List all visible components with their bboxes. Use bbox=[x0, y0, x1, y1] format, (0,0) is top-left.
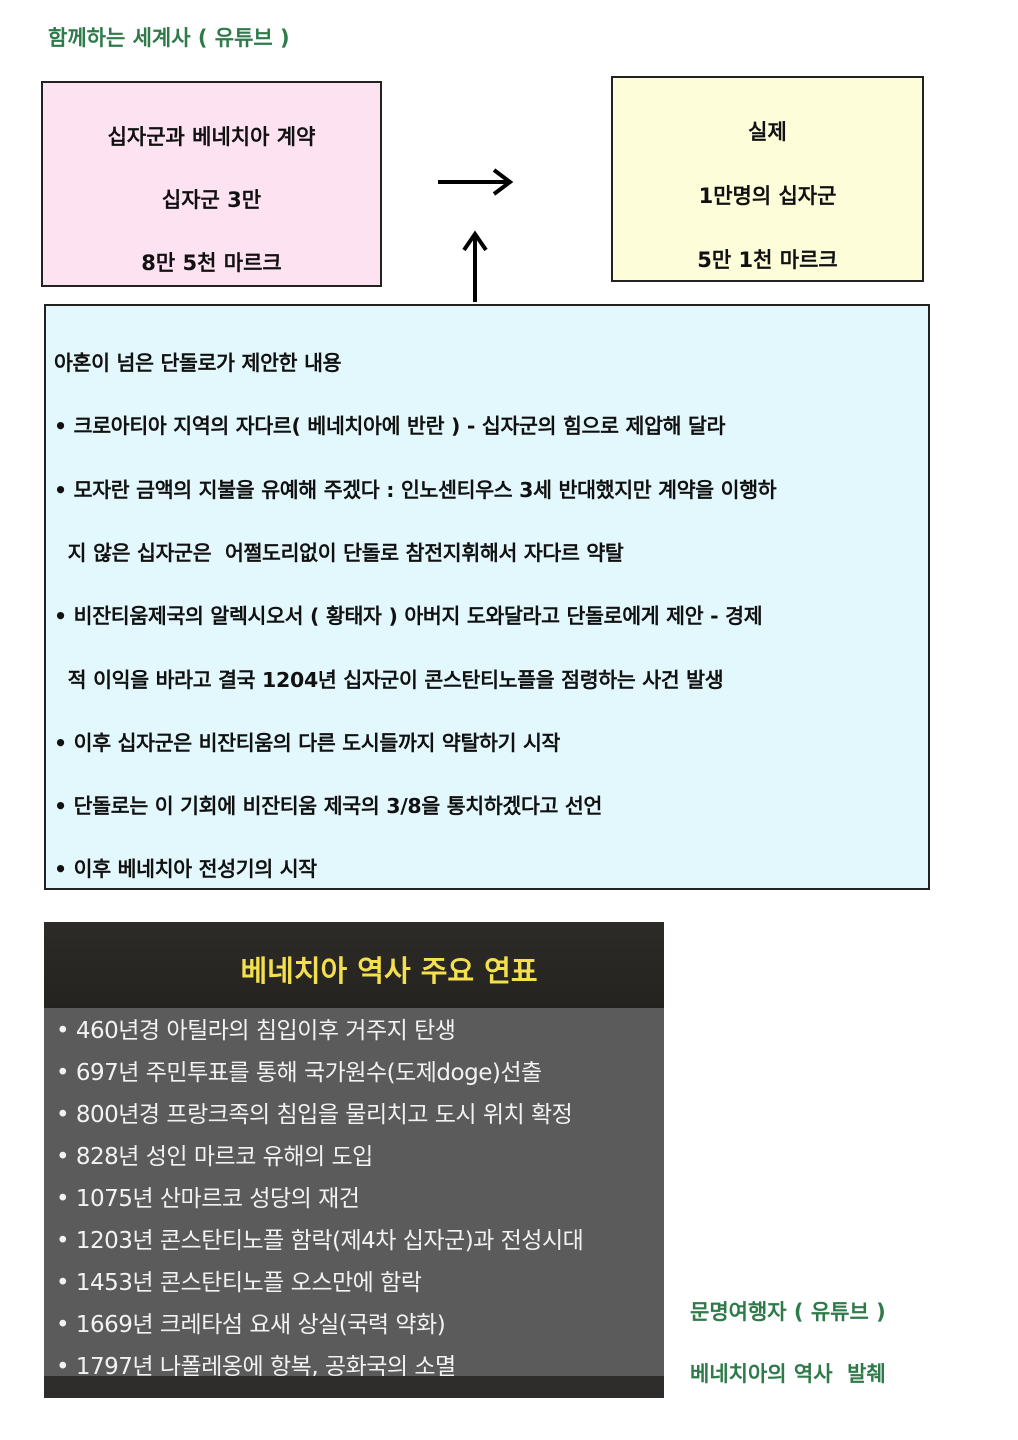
proposal-line: 지 않은 십자군은 어쩔도리없이 단돌로 참전지휘해서 자다르 약탈 bbox=[54, 541, 624, 565]
timeline-header: 베네치아 역사 주요 연표 bbox=[44, 922, 664, 1008]
timeline-item: • 1075년 산마르코 성당의 재건 bbox=[56, 1186, 360, 1212]
timeline-item: • 1797년 나폴레옹에 항복, 공화국의 소멸 bbox=[56, 1354, 456, 1380]
proposal-line: • 크로아티아 지역의 자다르( 베네치아에 반란 ) - 십자군의 힘으로 제… bbox=[54, 414, 726, 438]
timeline-item: • 460년경 아틸라의 침입이후 거주지 탄생 bbox=[56, 1018, 456, 1044]
arrows-icon bbox=[438, 168, 514, 302]
source-excerpt: 베네치아의 역사 발췌 bbox=[690, 1362, 886, 1386]
timeline-item: • 1453년 콘스탄티노플 오스만에 함락 bbox=[56, 1270, 422, 1296]
timeline-item: • 800년경 프랑크족의 침입을 물리치고 도시 위치 확정 bbox=[56, 1102, 573, 1128]
contract-line: 십자군 3만 bbox=[161, 188, 262, 212]
proposal-line: • 비잔티움제국의 알렉시오서 ( 황태자 ) 아버지 도와달라고 단돌로에게 … bbox=[54, 604, 763, 628]
actual-line: 5만 1천 마르크 bbox=[697, 248, 838, 272]
proposal-heading: 아혼이 넘은 단돌로가 제안한 내용 bbox=[54, 351, 342, 375]
contract-box: 십자군과 베네치아 계약 십자군 3만 8만 5천 마르크 bbox=[41, 81, 382, 287]
contract-line: 십자군과 베네치아 계약 bbox=[107, 125, 316, 149]
timeline-item: • 697년 주민투표를 통해 국가원수(도제doge)선출 bbox=[56, 1060, 542, 1086]
proposal-line: • 이후 베네치아 전성기의 시작 bbox=[54, 857, 317, 881]
timeline-item: • 1669년 크레타섬 요새 상실(국력 약화) bbox=[56, 1312, 446, 1338]
page-title: 함께하는 세계사 ( 유튜브 ) bbox=[48, 26, 290, 50]
up-arrow-icon bbox=[462, 230, 488, 302]
actual-line: 1만명의 십자군 bbox=[698, 184, 837, 208]
proposal-line: • 단돌로는 이 기회에 비잔티움 제국의 3/8을 통치하겠다고 선언 bbox=[54, 794, 603, 818]
actual-box: 실제 1만명의 십자군 5만 1천 마르크 bbox=[611, 76, 924, 282]
timeline-footer bbox=[44, 1376, 664, 1398]
actual-line: 실제 bbox=[748, 120, 787, 144]
contract-line: 8만 5천 마르크 bbox=[141, 251, 282, 275]
right-arrow-icon bbox=[438, 168, 514, 196]
timeline-item: • 828년 성인 마르코 유해의 도입 bbox=[56, 1144, 373, 1170]
proposal-line: 적 이익을 바라고 결국 1204년 십자군이 콘스탄티노플을 점령하는 사건 … bbox=[54, 668, 724, 692]
timeline-image: 베네치아 역사 주요 연표 • 460년경 아틸라의 침입이후 거주지 탄생 •… bbox=[44, 922, 664, 1398]
timeline-item: • 1203년 콘스탄티노플 함락(제4차 십자군)과 전성시대 bbox=[56, 1228, 584, 1254]
proposal-line: • 이후 십자군은 비잔티움의 다른 도시들까지 약탈하기 시작 bbox=[54, 731, 561, 755]
timeline-title: 베네치아 역사 주요 연표 bbox=[240, 954, 538, 988]
proposal-line: • 모자란 금액의 지불을 유예해 주겠다 : 인노센티우스 3세 반대했지만 … bbox=[54, 478, 777, 502]
proposal-box: 아혼이 넘은 단돌로가 제안한 내용 • 크로아티아 지역의 자다르( 베네치아… bbox=[44, 304, 930, 890]
source-channel: 문명여행자 ( 유튜브 ) bbox=[690, 1300, 886, 1324]
